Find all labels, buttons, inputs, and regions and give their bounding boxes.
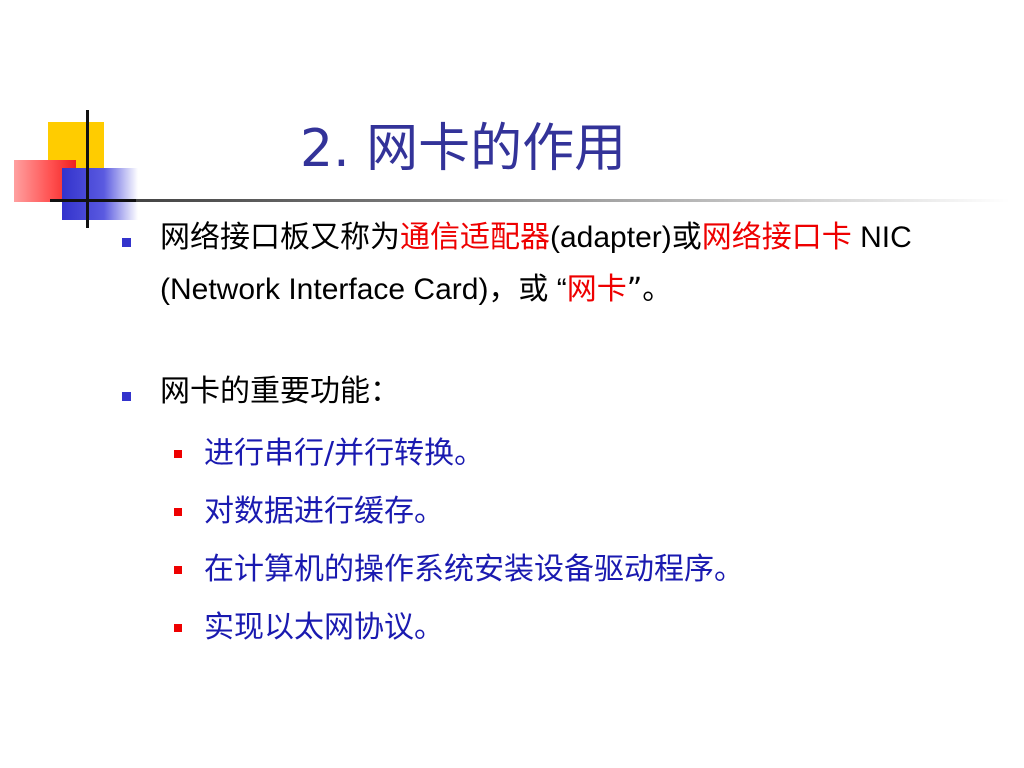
bullet-text-part: 网络接口板又称为 [160,220,400,255]
emphasis-text: 网络接口卡 [701,220,852,255]
sub-item: 在计算机的操作系统安装设备驱动程序。 [204,552,744,587]
bullet-text-part: (adapter) [550,221,672,254]
square-sub-bullet-icon [174,508,182,516]
square-sub-bullet-icon [174,566,182,574]
square-bullet-icon [122,392,131,401]
sub-item: 对数据进行缓存。 [204,494,444,529]
square-bullet-icon [122,238,131,247]
square-sub-bullet-icon [174,624,182,632]
emphasis-text: 网卡 [566,272,627,307]
title-divider [136,199,1010,202]
emphasis-text: 通信适配器 [400,220,550,255]
bullet-text-part: ”。 [626,272,673,307]
sub-item: 进行串行/并行转换。 [204,436,485,471]
bullet-item-functions: 网卡的重要功能： [160,374,400,409]
bullet-text-part: 或 [671,220,702,255]
slide-title: 2. 网卡的作用 [300,119,627,179]
bullet-text-part: NIC (Network Interface Card)，或 “ [160,221,912,306]
square-sub-bullet-icon [174,450,182,458]
logo-horizontal-line [50,199,142,202]
logo-blue-square-icon [62,168,138,220]
logo-vertical-line [86,110,89,228]
sub-item: 实现以太网协议。 [204,610,444,645]
bullet-item-adapter: 网络接口板又称为通信适配器(adapter)或网络接口卡 NIC (Networ… [160,212,970,316]
